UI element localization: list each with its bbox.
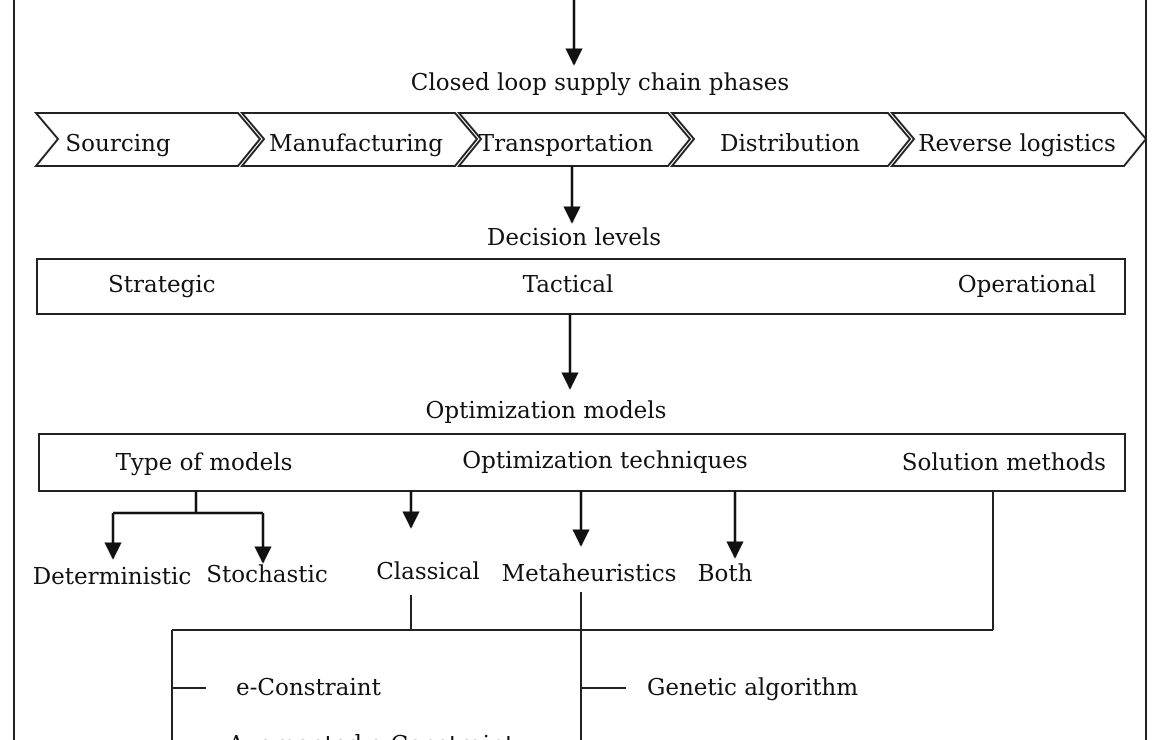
category-optimization-techniques: Optimization techniques (462, 448, 747, 474)
technique-both: Both (698, 561, 753, 587)
methods-connectors (171, 491, 994, 740)
decision-title: Decision levels (487, 225, 661, 251)
model-stochastic: Stochastic (206, 562, 328, 588)
phase-chevron-manufacturing (239, 112, 479, 167)
model-deterministic: Deterministic (33, 564, 192, 590)
phase-chevron-transportation (456, 112, 692, 167)
technique-connectors (402, 491, 744, 559)
category-solution-methods: Solution methods (902, 450, 1106, 476)
phase-chevron-sourcing (33, 112, 262, 167)
phase-sourcing: Sourcing (65, 131, 170, 157)
models-title: Optimization models (426, 398, 667, 424)
models-box (38, 433, 1126, 492)
method-e-constraint: e-Constraint (236, 675, 382, 701)
outer-frame (13, 0, 1147, 740)
phase-reverse-logistics: Reverse logistics (918, 131, 1116, 157)
phase-chevron-distribution (669, 112, 912, 167)
category-type-of-models: Type of models (116, 450, 293, 476)
phase-chevron-reverse-logistics (889, 112, 1148, 167)
decision-operational: Operational (958, 272, 1096, 298)
method-augmented-e-constraint: Augmented e-Constraint (227, 732, 515, 740)
technique-classical: Classical (376, 559, 480, 585)
technique-metaheuristics: Metaheuristics (502, 561, 677, 587)
phase-distribution: Distribution (720, 131, 860, 157)
decision-tactical: Tactical (523, 272, 614, 298)
phase-manufacturing: Manufacturing (269, 131, 443, 157)
decision-levels-box (36, 258, 1126, 315)
method-genetic-algorithm: Genetic algorithm (647, 675, 858, 701)
phases-title: Closed loop supply chain phases (411, 70, 789, 96)
phase-transportation: Transportation (479, 131, 654, 157)
model-type-connectors (104, 491, 272, 564)
decision-strategic: Strategic (108, 272, 216, 298)
phases-row (33, 112, 1148, 167)
